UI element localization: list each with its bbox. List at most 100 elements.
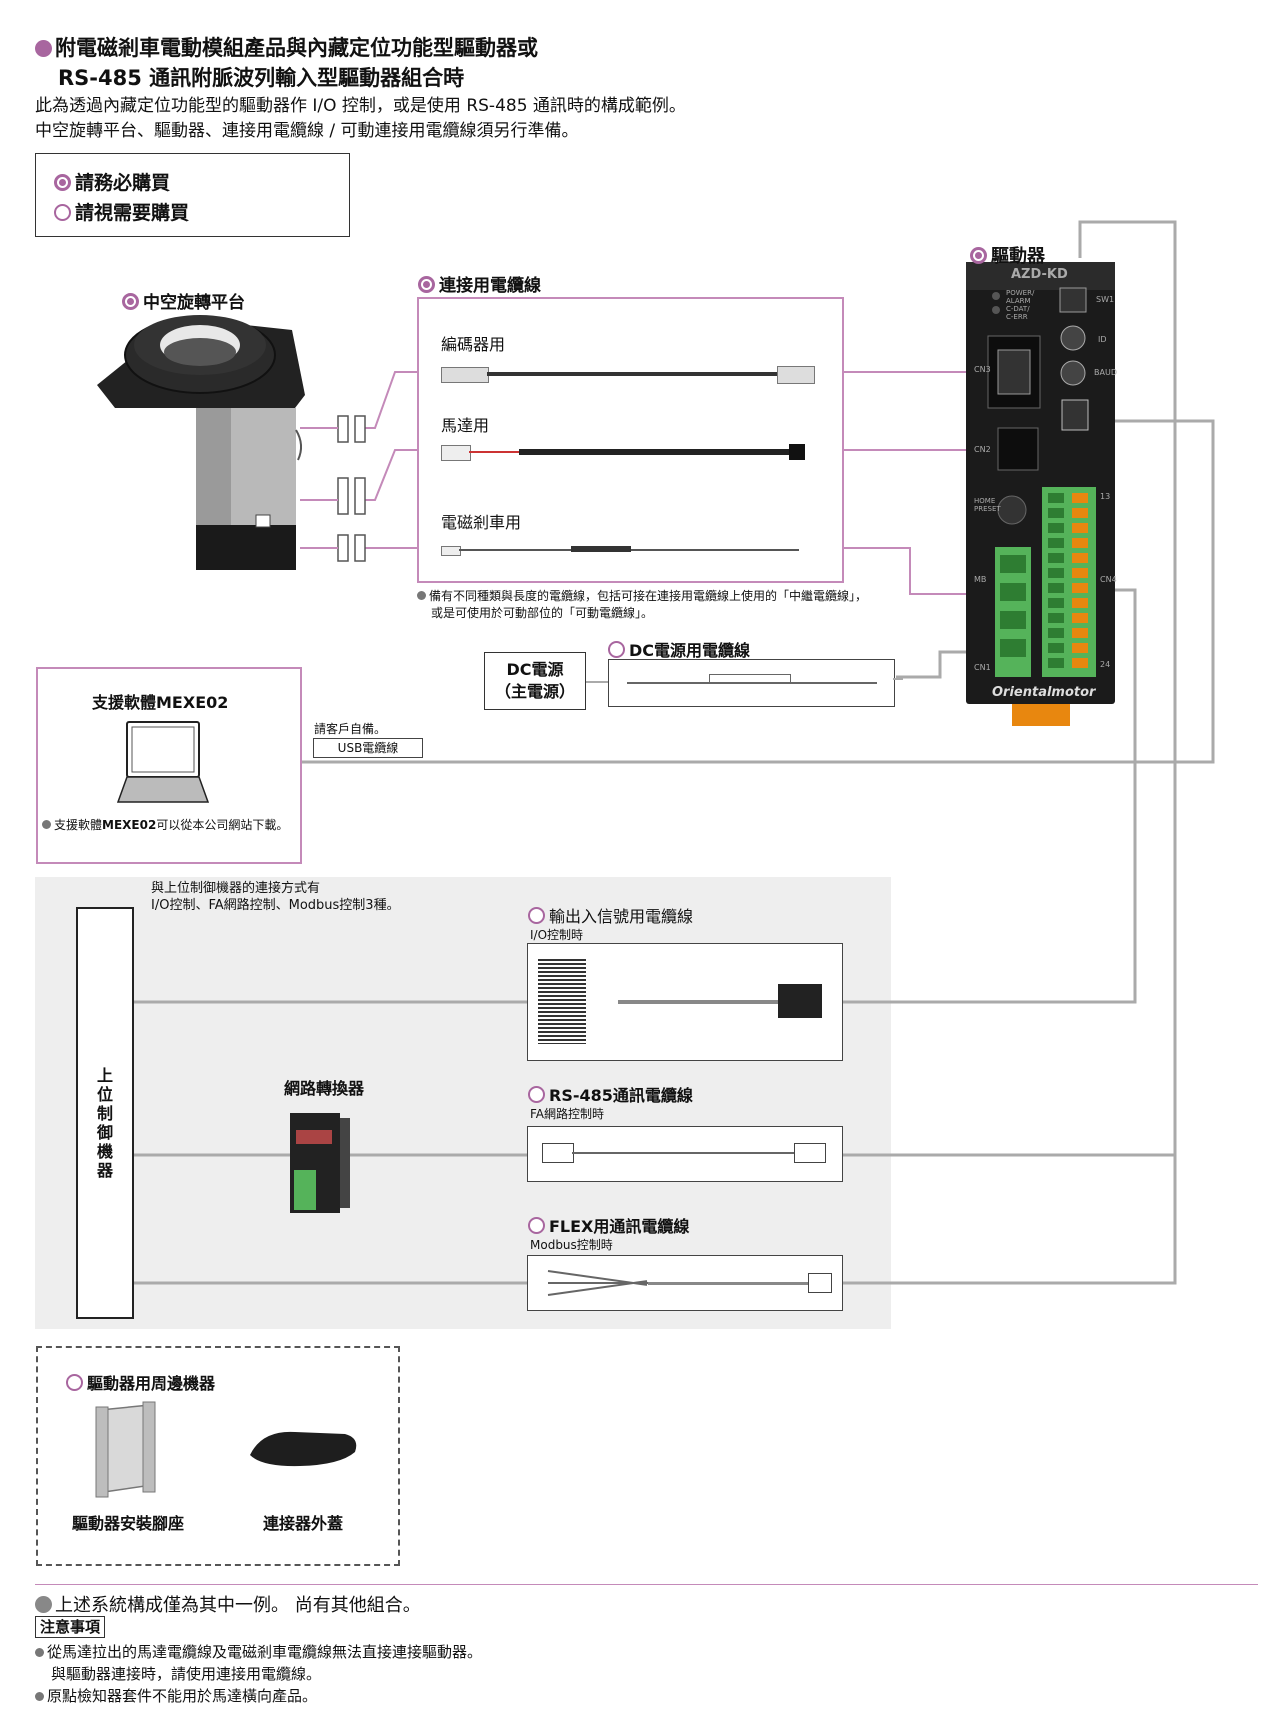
- tag-id: ID: [1098, 335, 1107, 344]
- tag-preset: PRESET: [974, 505, 1001, 513]
- flex-cable-label: FLEX用通訊電纜線: [528, 1213, 689, 1237]
- io-cable-label-text: 輸出入信號用電纜線: [549, 907, 693, 926]
- bullet-icon: [42, 820, 51, 829]
- rotary-table-label: 中空旋轉平台: [122, 288, 245, 313]
- terminal-cell: [1048, 583, 1064, 593]
- software-note: 支援軟體MEXE02可以從本公司網站下載。: [42, 816, 288, 833]
- flex-cable-box: [527, 1255, 843, 1311]
- din-mount-label: 驅動器安裝腳座: [72, 1510, 184, 1534]
- rs485-cable-label: RS-485通訊電纜線: [528, 1082, 693, 1106]
- brake-cable-label: 電磁剎車用: [441, 509, 521, 533]
- terminal-cell: [1072, 493, 1088, 503]
- connection-cable-label: 連接用電纜線: [418, 271, 541, 296]
- terminal-cell: [1072, 583, 1088, 593]
- tag-cn4: CN4: [1100, 575, 1117, 584]
- required-dot-icon: [418, 276, 435, 293]
- tag-13: 13: [1100, 492, 1110, 501]
- terminal-cell: [1072, 628, 1088, 638]
- dc-cable-box: [608, 659, 895, 707]
- optional-dot-icon: [528, 907, 545, 924]
- software-note-suffix: 可以從本公司網站下載。: [156, 818, 288, 832]
- tag-baud: BAUD: [1094, 368, 1117, 377]
- terminal-cell: [1048, 613, 1064, 623]
- terminal-cell: [1072, 598, 1088, 608]
- power-terminal-cell: [1000, 555, 1026, 573]
- software-note-bold: MEXE02: [102, 818, 156, 832]
- driver-brand-logo: Orientalmotor: [992, 685, 1095, 700]
- caution-1-line2: 與驅動器連接時，請使用連接用電纜線。: [51, 1663, 321, 1684]
- io-cable-box: [527, 943, 843, 1061]
- connection-cable-note-1: 備有不同種類與長度的電纜線，包括可接在連接用電纜線上使用的「中繼電纜線」，: [417, 587, 867, 604]
- tag-cn2: CN2: [974, 445, 991, 454]
- terminal-cell: [1072, 523, 1088, 533]
- caution-1: 從馬達拉出的馬達電纜線及電磁剎車電纜線無法直接連接驅動器。: [35, 1641, 482, 1662]
- driver-led-labels: POWER/ ALARM C-DAT/ C-ERR: [1006, 289, 1034, 321]
- caution-1-line1: 從馬達拉出的馬達電纜線及電磁剎車電纜線無法直接連接驅動器。: [47, 1643, 482, 1661]
- terminal-cell: [1048, 628, 1064, 638]
- required-dot-icon: [970, 247, 987, 264]
- dc-cable-label-text: DC電源用電纜線: [629, 641, 750, 660]
- terminal-cell: [1048, 598, 1064, 608]
- customer-prepare-note: 請客戶自備。: [314, 720, 386, 737]
- gray-dot-icon: [35, 1596, 52, 1613]
- terminal-cell: [1048, 643, 1064, 653]
- peripherals-label: 驅動器用周邊機器: [66, 1370, 215, 1394]
- required-dot-icon: [122, 293, 139, 310]
- caution-2: 原點檢知器套件不能用於馬達橫向產品。: [35, 1685, 317, 1706]
- caution-title: 注意事項: [35, 1616, 105, 1638]
- driver-image: [966, 262, 1115, 726]
- host-note-line1: 與上位制御機器的連接方式有: [151, 880, 400, 897]
- dc-link-line-2: [893, 678, 903, 680]
- terminal-cell: [1072, 613, 1088, 623]
- tag-home: HOME: [974, 497, 1001, 505]
- motor-cable-image: [441, 442, 821, 464]
- flex-cable-sub: Modbus控制時: [530, 1236, 613, 1253]
- terminal-cell: [1072, 553, 1088, 563]
- bullet-icon: [35, 1648, 44, 1657]
- network-converter-label: 網路轉換器: [284, 1075, 364, 1099]
- power-terminal-cell: [1000, 611, 1026, 629]
- rotary-table-image: [97, 315, 305, 570]
- rs485-cable-label-text: RS-485通訊電纜線: [549, 1086, 693, 1105]
- footer-summary-text: 上述系統構成僅為其中一例。 尚有其他組合。: [55, 1595, 421, 1616]
- tag-cn3: CN3: [974, 365, 991, 374]
- tag-24: 24: [1100, 660, 1110, 669]
- terminal-cell: [1048, 538, 1064, 548]
- terminal-cell: [1048, 493, 1064, 503]
- tag-mb: MB: [974, 575, 986, 584]
- power-terminal-cell: [1000, 583, 1026, 601]
- terminal-cell: [1072, 568, 1088, 578]
- driver-label: 驅動器: [970, 242, 1045, 268]
- dc-power-line2: （主電源）: [485, 681, 585, 703]
- peripherals-label-text: 驅動器用周邊機器: [87, 1374, 215, 1393]
- terminal-cell: [1048, 568, 1064, 578]
- host-note: 與上位制御機器的連接方式有 I/O控制、FA網路控制、Modbus控制3種。: [151, 880, 400, 914]
- tag-cerr: C-ERR: [1006, 313, 1034, 321]
- tag-alarm: ALARM: [1006, 297, 1034, 305]
- rs485-cable-sub: FA網路控制時: [530, 1105, 604, 1122]
- encoder-cable-image: [441, 363, 821, 385]
- flex-cable-label-text: FLEX用通訊電纜線: [549, 1217, 689, 1236]
- software-note-prefix: 支援軟體: [54, 818, 102, 832]
- note-line1-text: 備有不同種類與長度的電纜線，包括可接在連接用電纜線上使用的「中繼電纜線」，: [429, 589, 867, 603]
- connection-cable-note-2: 或是可使用於可動部位的「可動電纜線」。: [431, 604, 653, 621]
- optional-dot-icon: [66, 1374, 83, 1391]
- optional-dot-icon: [608, 641, 625, 658]
- optional-dot-icon: [528, 1217, 545, 1234]
- io-cable-label: 輸出入信號用電纜線: [528, 903, 693, 927]
- dc-power-line1: DC電源: [485, 659, 585, 681]
- rotary-table-label-text: 中空旋轉平台: [143, 293, 245, 313]
- software-box: 支援軟體MEXE02 支援軟體MEXE02可以從本公司網站下載。: [36, 667, 302, 864]
- tag-power: POWER/: [1006, 289, 1034, 297]
- terminal-cell: [1072, 643, 1088, 653]
- usb-cable-label: USB電纜線: [313, 738, 423, 758]
- terminal-cell: [1048, 658, 1064, 668]
- connection-cable-box: 編碼器用 馬達用 電磁剎車用: [417, 297, 844, 583]
- io-cable-sub: I/O控制時: [530, 926, 583, 943]
- dc-cable-label: DC電源用電纜線: [608, 637, 750, 661]
- terminal-cell: [1072, 538, 1088, 548]
- tag-home-preset: HOMEPRESET: [974, 497, 1001, 513]
- host-controller-label: 上位制御機器: [95, 1066, 115, 1180]
- power-terminal-cell: [1000, 639, 1026, 657]
- connector-cover-label: 連接器外蓋: [263, 1510, 343, 1534]
